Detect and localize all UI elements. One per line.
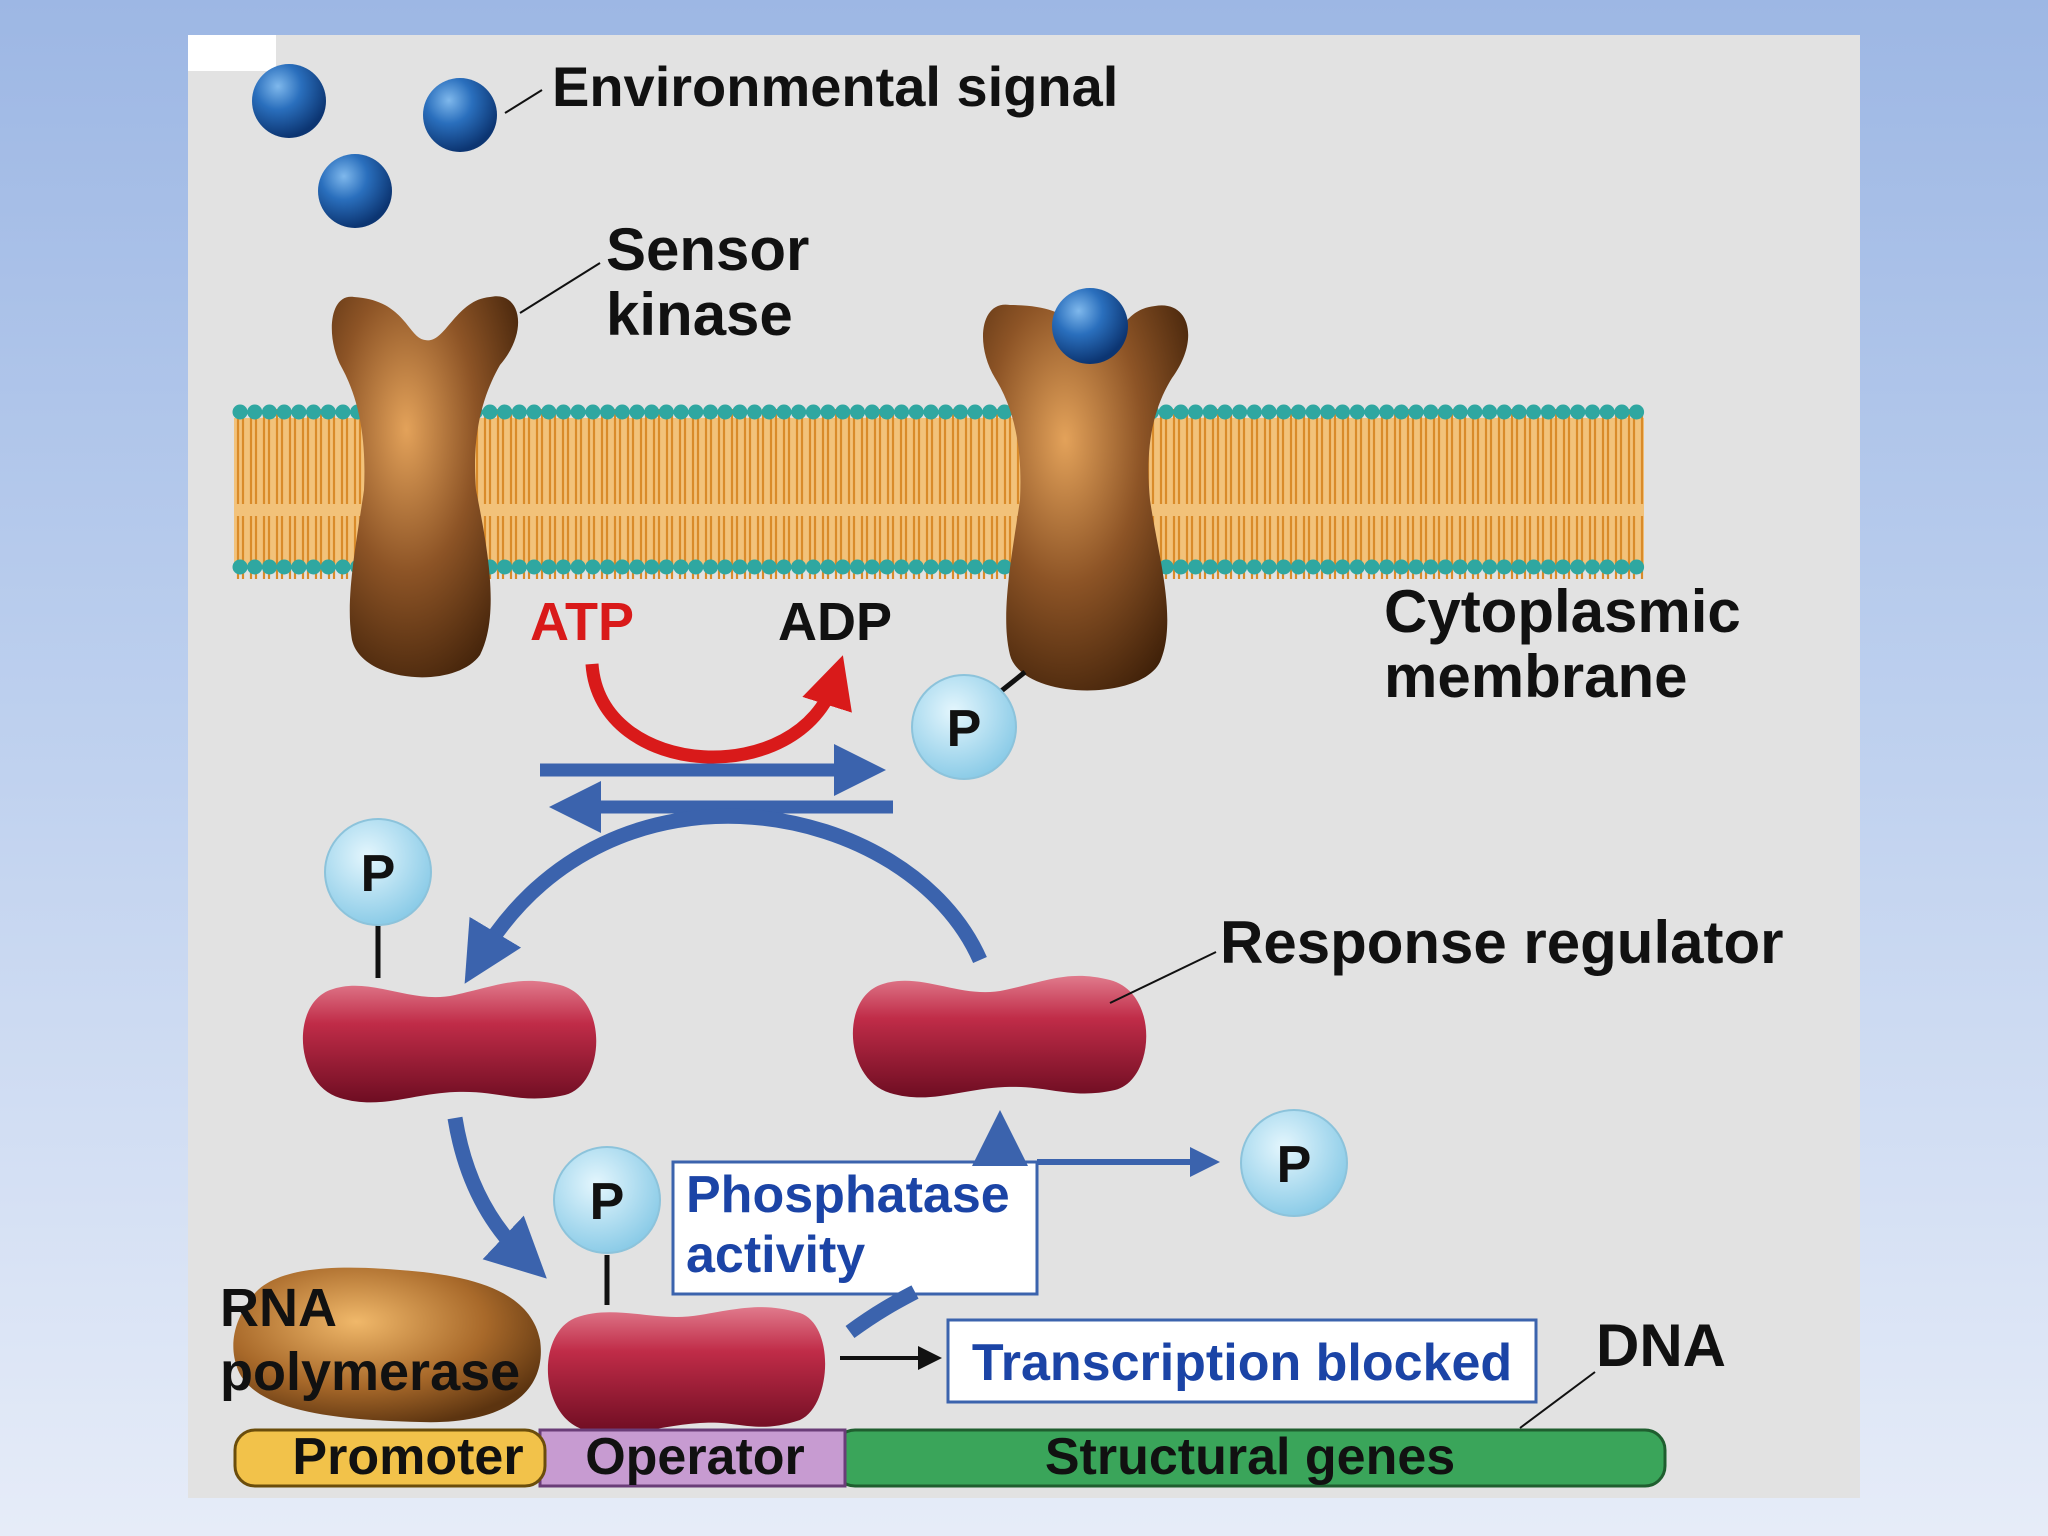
transcription-blocked-label: Transcription blocked bbox=[972, 1334, 1512, 1392]
phosphate-released-label: P bbox=[1277, 1136, 1312, 1194]
response-regulator-unphosphorylated bbox=[852, 975, 1147, 1098]
phosphatase-activity-label-line1: Phosphatase bbox=[686, 1166, 1010, 1224]
phosphate-released bbox=[1240, 1109, 1348, 1217]
phosphate-regulator-bound-label: P bbox=[590, 1173, 625, 1231]
phosphate-regulator-bound bbox=[553, 1146, 661, 1254]
dna-label: DNA bbox=[1596, 1312, 1726, 1379]
cytoplasmic-membrane-label-line1: Cytoplasmic bbox=[1384, 578, 1741, 645]
sensor-kinase-leader bbox=[519, 262, 601, 314]
rna-polymerase-label-line2: polymerase bbox=[220, 1342, 520, 1402]
phosphate-kinase bbox=[911, 674, 1017, 780]
bound-signal-molecule bbox=[1052, 288, 1128, 364]
signal-molecule bbox=[252, 64, 326, 138]
signal-molecule bbox=[423, 78, 497, 152]
sensor-kinase-inactive bbox=[331, 296, 519, 678]
phosphatase-activity-box bbox=[671, 1160, 1039, 1296]
phosphate-kinase-label: P bbox=[947, 700, 982, 758]
phosphatase-activity-label-line2: activity bbox=[686, 1226, 865, 1284]
dna-promoter-segment bbox=[233, 1428, 547, 1488]
regulator-to-dna-arrow bbox=[447, 1116, 547, 1279]
adp-label: ADP bbox=[778, 592, 892, 652]
rna-polymerase-label-line1: RNA bbox=[220, 1278, 337, 1338]
dna-strand: Promoter Operator Structural genes bbox=[233, 1428, 1667, 1488]
dna-structural-genes-label: Structural genes bbox=[1045, 1428, 1455, 1486]
dna-operator-label: Operator bbox=[585, 1428, 805, 1486]
sensor-kinase-label-line1: Sensor bbox=[606, 216, 809, 283]
rna-polymerase bbox=[233, 1267, 541, 1423]
regulator-phosphorylation-arc bbox=[464, 808, 987, 984]
phosphate-regulator-left-label: P bbox=[361, 845, 396, 903]
atp-label: ATP bbox=[530, 592, 634, 652]
dna-leader bbox=[1519, 1371, 1596, 1429]
environmental-signal-label: Environmental signal bbox=[552, 55, 1118, 118]
sensor-kinase-label-line2: kinase bbox=[606, 281, 793, 348]
response-regulator-phosphorylated bbox=[302, 980, 597, 1103]
signal-molecule bbox=[318, 154, 392, 228]
dna-promoter-label: Promoter bbox=[292, 1428, 523, 1486]
response-regulator-leader bbox=[1109, 951, 1217, 1004]
atp-to-adp-arrow bbox=[585, 655, 852, 764]
cytoplasmic-membrane-label-line2: membrane bbox=[1384, 643, 1687, 710]
panel-corner-tab bbox=[188, 35, 276, 71]
dna-operator-segment bbox=[538, 1428, 847, 1488]
response-regulator-dna-bound bbox=[547, 1307, 826, 1434]
environmental-signal-molecules bbox=[252, 64, 497, 228]
phosphatase-input-arrow bbox=[845, 1285, 919, 1339]
environmental-signal-leader bbox=[504, 89, 543, 114]
phosphate-regulator-left bbox=[324, 818, 432, 926]
transcription-blocked-box bbox=[946, 1318, 1538, 1404]
response-regulator-label: Response regulator bbox=[1220, 909, 1783, 976]
sensor-kinase-active bbox=[983, 304, 1189, 691]
